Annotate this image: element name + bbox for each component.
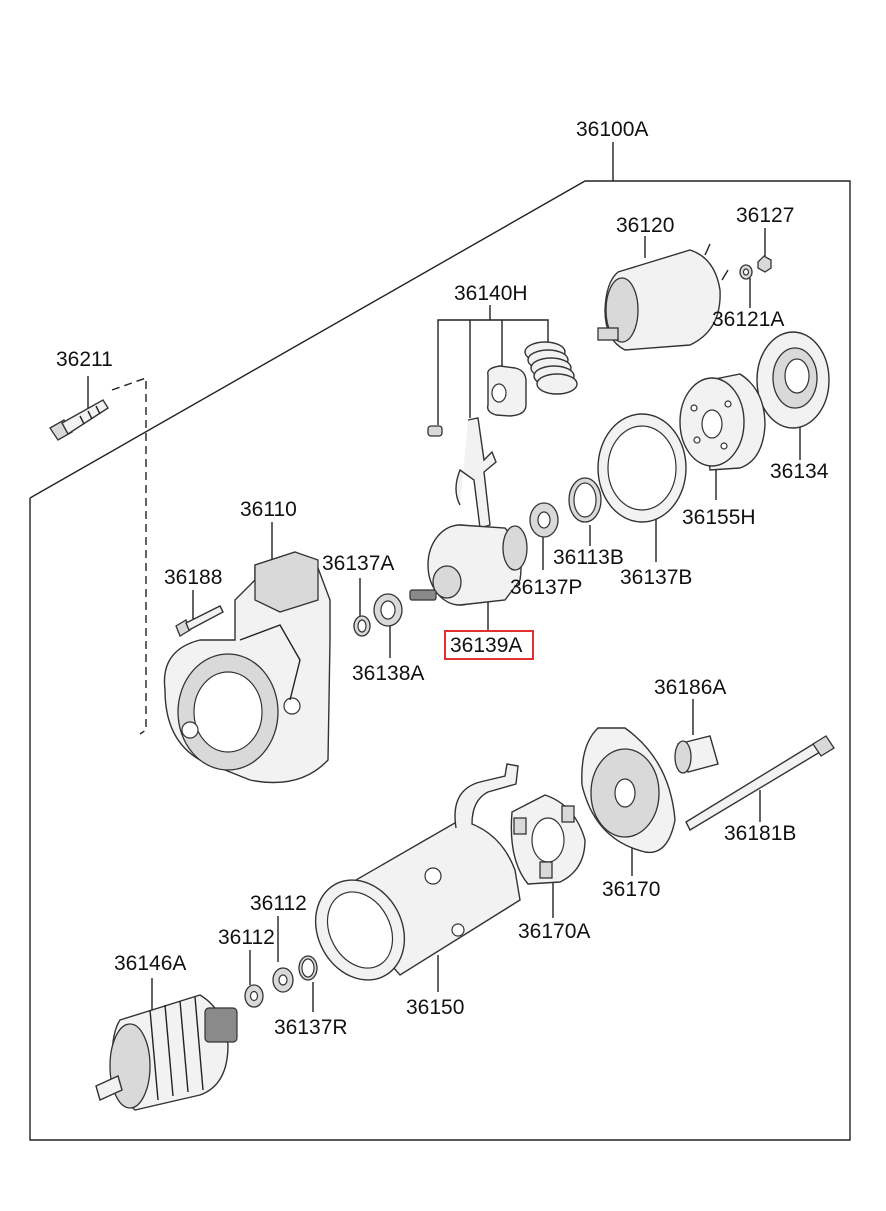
label-36155H: 36155H — [682, 506, 756, 529]
yoke-36150 — [314, 763, 521, 992]
bushing-36138A — [373, 593, 403, 658]
spring — [524, 341, 578, 395]
ring-36137B — [597, 413, 687, 562]
label-36137A: 36137A — [322, 552, 394, 575]
ring-36137A — [353, 578, 371, 637]
label-36121A: 36121A — [712, 308, 784, 331]
label-36134: 36134 — [770, 460, 829, 483]
label-36188: 36188 — [164, 566, 222, 589]
label-36140H: 36140H — [454, 282, 528, 305]
label-36150: 36150 — [406, 996, 464, 1019]
label-36112-inner: 36112 — [218, 926, 275, 949]
label-36100A: 36100A — [576, 118, 648, 141]
through-bolt-36181B — [685, 735, 835, 831]
ring-36113B — [568, 477, 602, 546]
label-36113B: 36113B — [553, 546, 624, 569]
plate-36134 — [756, 331, 830, 460]
label-36127: 36127 — [736, 204, 794, 227]
washer-36121A — [739, 264, 753, 308]
washer-36137P — [529, 502, 559, 570]
label-36138A: 36138A — [352, 662, 424, 685]
label-36137R: 36137R — [274, 1016, 348, 1039]
label-36120: 36120 — [616, 214, 674, 237]
label-36186A: 36186A — [654, 676, 726, 699]
bushing-36186A — [674, 699, 719, 774]
drive-housing-36110 — [163, 522, 331, 784]
label-36137P: 36137P — [510, 576, 582, 599]
gear-housing-36155H — [679, 373, 766, 500]
assembly-frame — [29, 180, 851, 1141]
label-36170: 36170 — [602, 878, 660, 901]
washer-36112-outer — [272, 916, 294, 993]
label-36146A: 36146A — [114, 952, 186, 975]
label-36137B: 36137B — [620, 566, 692, 589]
bolt-36211 — [49, 376, 147, 735]
ring-36137R — [298, 955, 318, 1012]
brush-holder-36170A — [510, 794, 586, 918]
nut-36127 — [757, 228, 772, 273]
label-36211: 36211 — [56, 348, 113, 371]
bolt-36188 — [175, 590, 224, 637]
label-36112-outer: 36112 — [250, 892, 307, 915]
label-36110: 36110 — [240, 498, 297, 521]
armature-36146A — [95, 978, 238, 1111]
highlight-box-36139A — [444, 630, 534, 660]
lever-assembly-36140H — [427, 305, 578, 529]
end-frame-36170 — [581, 727, 676, 876]
washer-36112-inner — [244, 950, 264, 1008]
solenoid-36120 — [597, 236, 729, 351]
label-36139A: 36139A — [450, 634, 522, 657]
pinion-clutch-36139A — [409, 524, 528, 632]
label-36170A: 36170A — [518, 920, 590, 943]
label-36181B: 36181B — [724, 822, 796, 845]
